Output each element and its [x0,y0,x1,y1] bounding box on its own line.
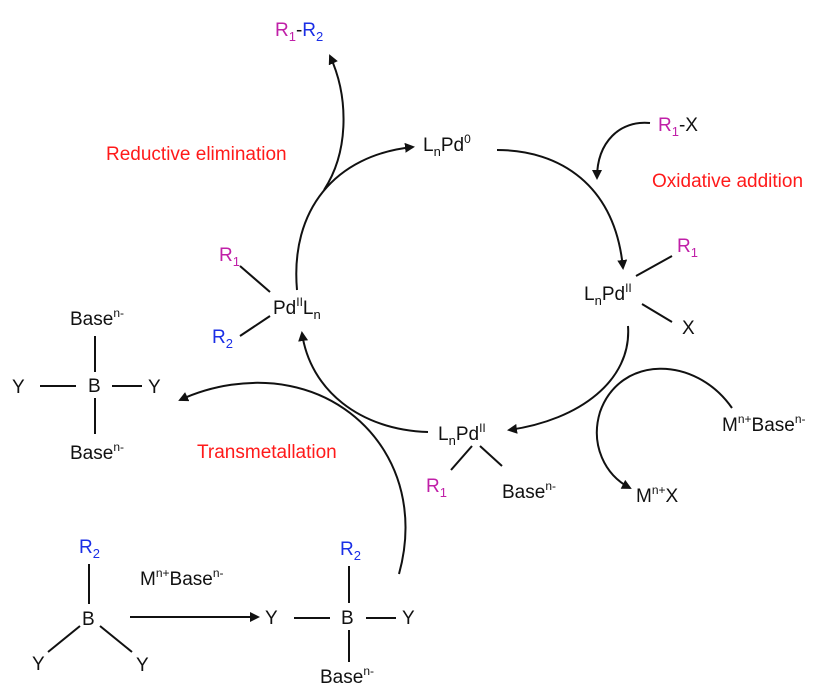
reagent-metal-base: Mn+Basen- [722,412,806,436]
activated-r2: R2 [340,539,361,563]
bond-pd-base-bottom [479,445,503,467]
boronic-boron: B [82,609,95,630]
arrow-borate-transfer [178,381,407,575]
reagent-r1-x: R1-X [658,115,698,139]
substituent-r1-left: R1 [219,245,240,269]
bond-pd-r1-bottom [450,445,473,471]
activated-boron: B [341,608,354,629]
bond-pd-r1-left [239,265,271,293]
bond-pd-x-right [641,303,673,323]
intermediate-pd-r1-r2: PdIILn [273,295,321,322]
bond-pd-r2-left [239,315,271,337]
label-reductive-elimination: Reductive elimination [106,144,287,165]
label-oxidative-addition: Oxidative addition [652,171,803,192]
borate-boron: B [88,376,101,397]
boronic-y-left: Y [32,654,45,675]
substituent-r2-left: R2 [212,327,233,351]
bond-boronic-b-y-right [99,625,133,653]
bond-boronic-b-y-left [47,625,81,653]
substituent-r1-bottom: R1 [426,476,447,500]
boronic-r2: R2 [79,537,100,561]
borate-y-right: Y [148,377,161,398]
substituent-base-bottom: Basen- [502,479,556,503]
activated-base: Basen- [320,664,374,688]
arrow-r1x-entry [592,121,651,180]
borate-y-left: Y [12,377,25,398]
substituent-x-right: X [682,318,695,339]
label-transmetallation: Transmetallation [197,442,337,463]
bond-pd-r1-right [635,255,673,277]
arrow-transmetallation-cycle [298,331,429,433]
arrow-metal-base-exchange [595,367,733,489]
product-r1-r2: R1-R2 [275,20,323,44]
arrow-oxidative-addition-cycle [496,149,628,270]
activated-y-right: Y [402,608,415,629]
intermediate-lnpd-r1-base: LnPdII [438,421,486,448]
catalyst-lnpd0: LnPd0 [423,132,471,159]
borate-base-top: Basen- [70,306,124,330]
arrow-ligand-exchange [507,325,630,434]
borate-base-bottom: Basen- [70,440,124,464]
arrow-reductive-elimination-cycle [295,142,415,291]
activated-y-left: Y [265,608,278,629]
intermediate-lnpd-r1-x: LnPdII [584,281,632,308]
boronic-y-right: Y [136,655,149,676]
byproduct-metal-x: Mn+X [636,483,679,507]
activator-metal-base: Mn+Basen- [140,566,224,590]
substituent-r1-right: R1 [677,236,698,260]
arrow-product-release [323,54,345,191]
